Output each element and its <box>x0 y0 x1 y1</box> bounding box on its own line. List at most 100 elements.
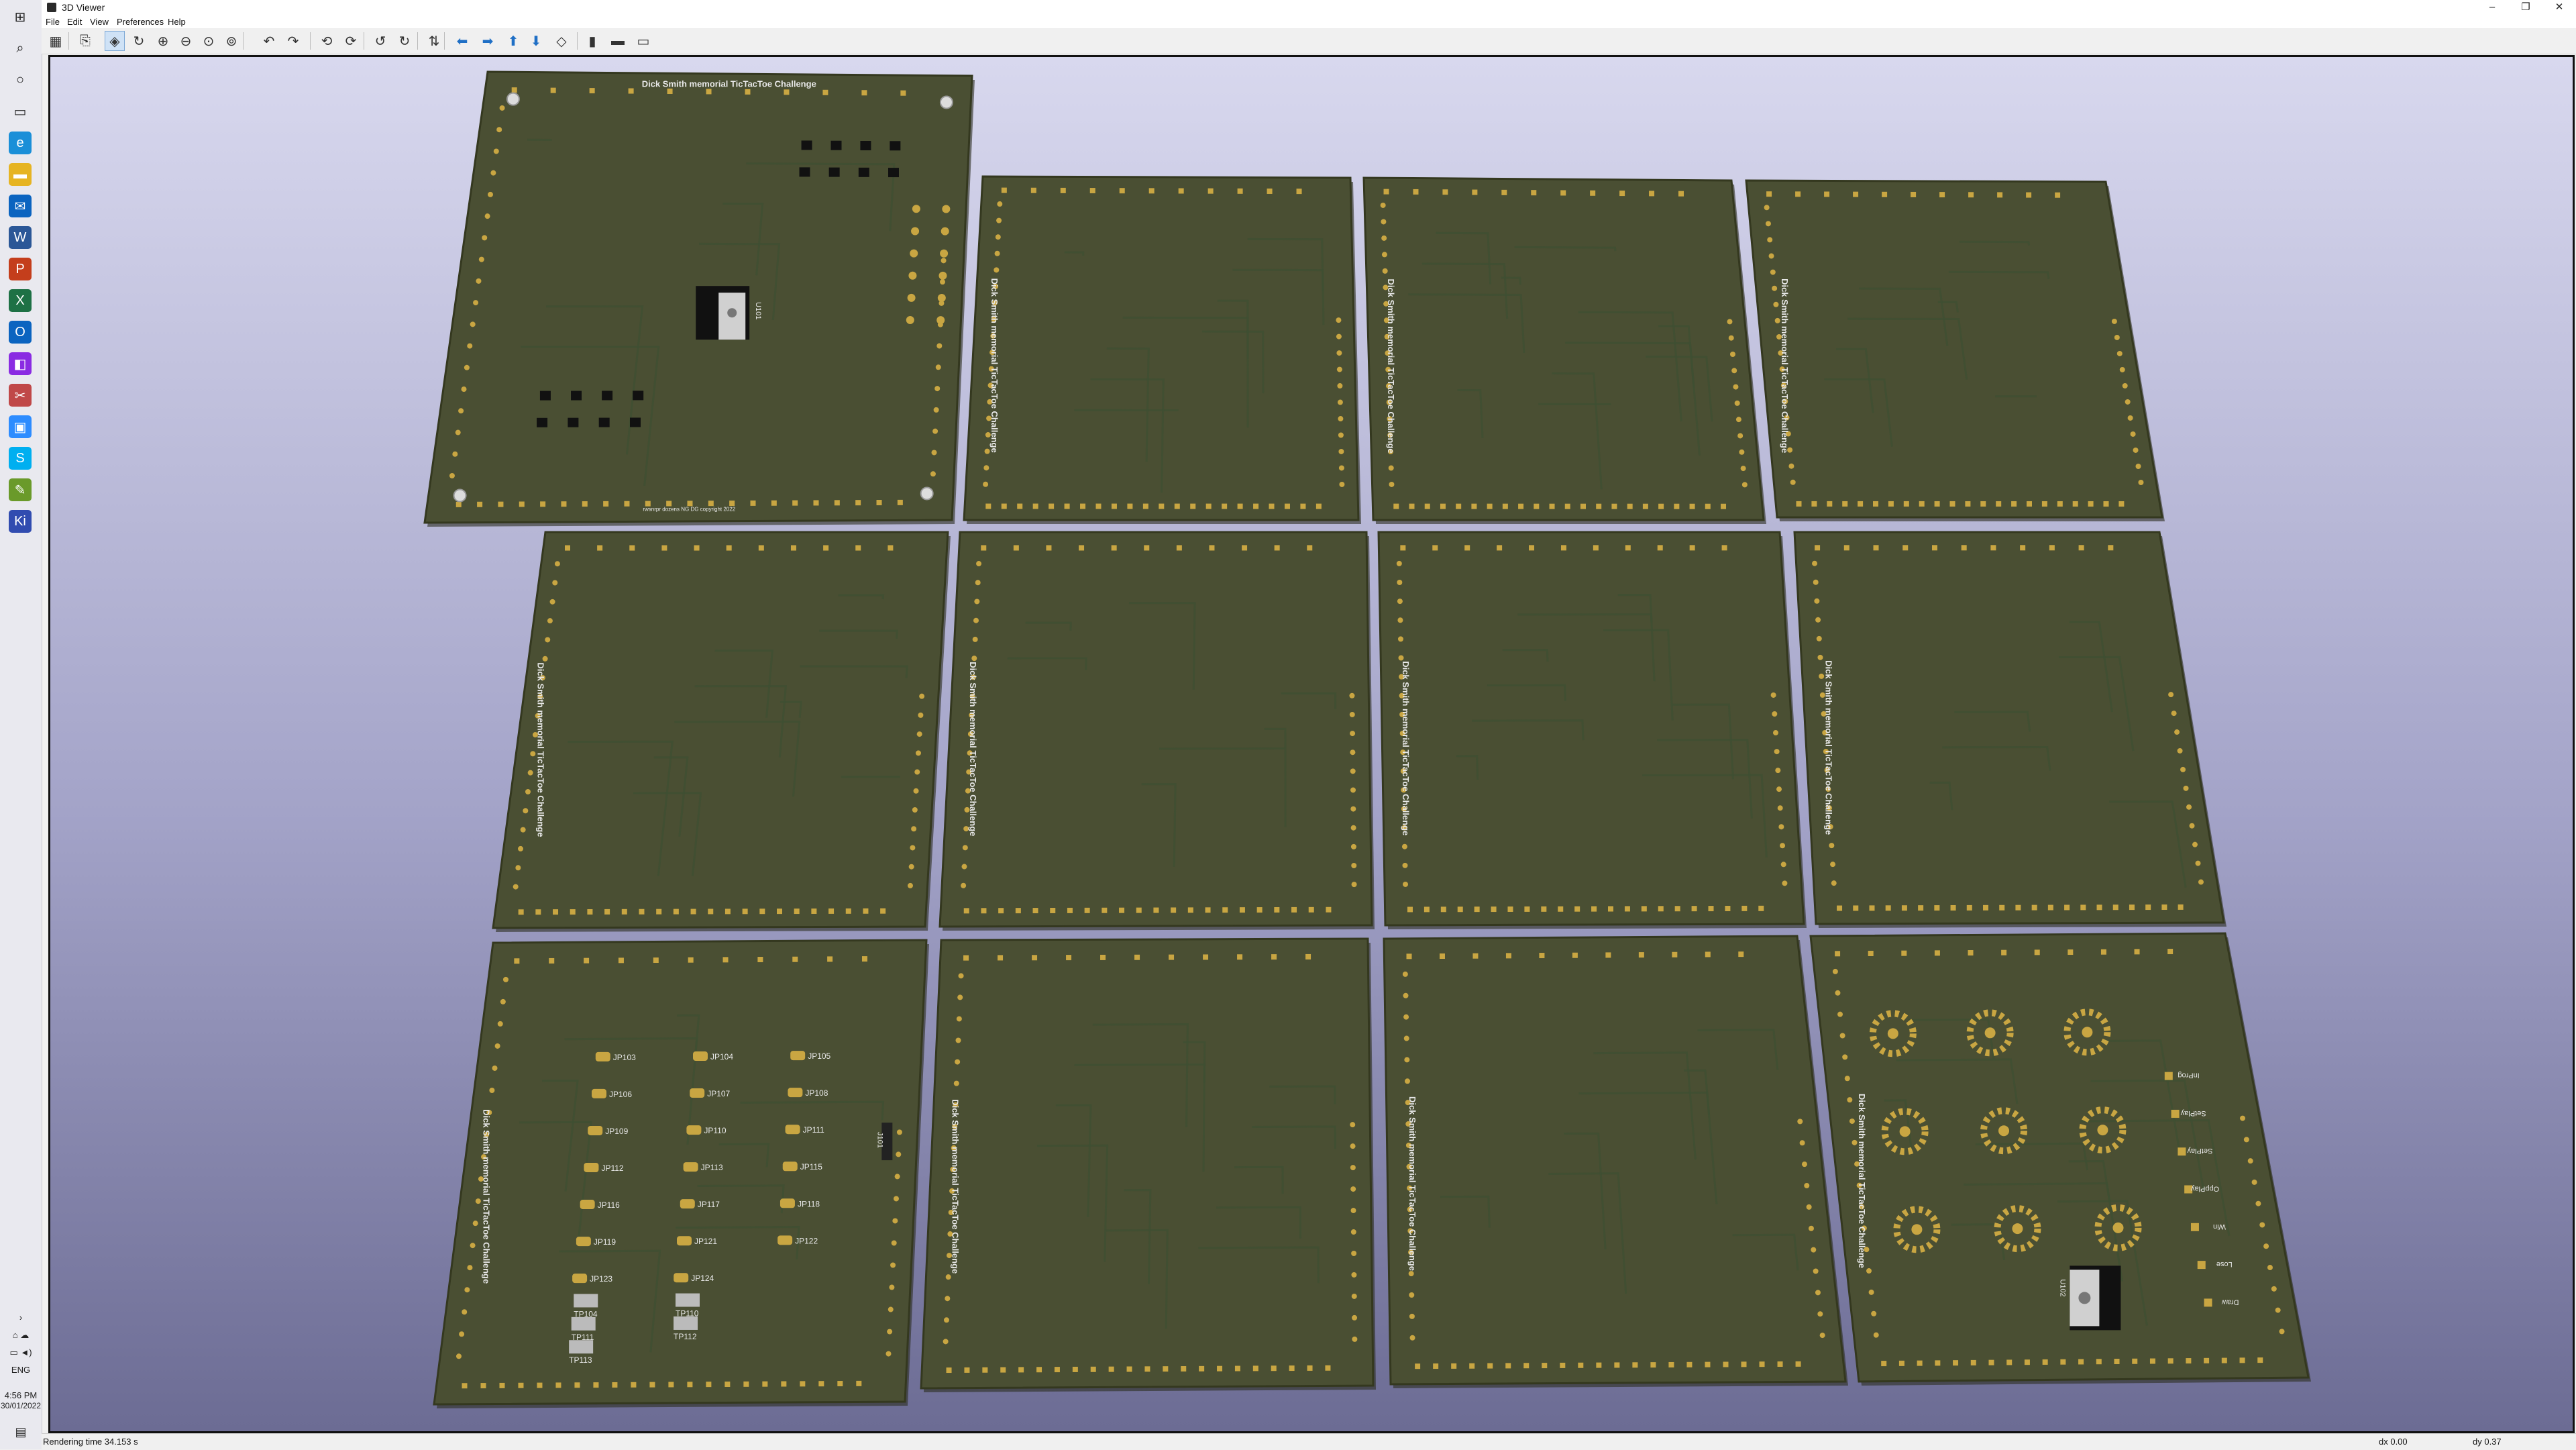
game-label: InProg <box>2178 1072 2199 1080</box>
virtual-icon[interactable]: ▭ <box>637 34 650 49</box>
pad <box>908 271 917 280</box>
status-led-pad <box>2171 1109 2180 1118</box>
clock-date[interactable]: 30/01/2022 <box>0 1401 42 1410</box>
pad-group <box>1380 189 1748 509</box>
pad-group <box>943 953 1358 1374</box>
ortho-icon[interactable]: ◇ <box>556 34 567 49</box>
notepad-icon[interactable]: ✎ <box>9 478 32 501</box>
move-left-icon[interactable]: ⬅ <box>456 34 468 49</box>
minimize-button[interactable]: – <box>2489 1 2496 13</box>
transistor <box>860 140 871 150</box>
toolbar-separator <box>68 32 69 50</box>
zoom-out-icon[interactable]: ⊖ <box>180 34 192 49</box>
rotate-x-ccw-icon[interactable]: ↷ <box>287 34 299 49</box>
pcb-board: Dick Smith memorial TicTacToe Challenge <box>1745 179 2165 521</box>
paint-icon[interactable]: ◧ <box>9 352 32 375</box>
edge-icon[interactable]: e <box>9 132 32 154</box>
jumper-label: JP124 <box>691 1274 714 1283</box>
board-title-text: Dick Smith memorial TicTacToe Challenge <box>1407 1096 1417 1271</box>
toolbar: ▦ ⎘ ◈ ↻ ⊕ ⊖ ⊙ ⊚ ↶ ↷ ⟲ ⟳ ↺ ↻ ⇅ ⬅ ➡ ⬆ ⬇ ◇ ▮ ▬ ▭ <box>42 28 2576 54</box>
rotate-y-ccw-icon[interactable]: ⟳ <box>345 34 357 49</box>
move-down-icon[interactable]: ⬇ <box>530 34 542 49</box>
maximize-button[interactable]: ❐ <box>2521 1 2530 13</box>
skype-icon[interactable]: S <box>9 447 32 470</box>
menu-file[interactable]: File <box>46 17 60 27</box>
transistor <box>568 417 579 427</box>
outlook-icon[interactable]: ✉ <box>9 195 32 217</box>
led-cell <box>1966 1009 2014 1057</box>
jumper-label: JP119 <box>594 1237 616 1247</box>
mounting-hole <box>453 488 467 503</box>
render-icon[interactable]: ▦ <box>49 34 62 49</box>
cortana-icon[interactable]: ○ <box>15 72 25 87</box>
menu-bar: File Edit View Preferences Help <box>42 15 2576 28</box>
clock-time[interactable]: 4:56 PM <box>4 1390 38 1400</box>
led-cell <box>1893 1206 1941 1253</box>
testpoint-label: TP110 <box>676 1309 699 1318</box>
kicad-icon[interactable]: Ki <box>9 510 32 533</box>
jumper <box>686 1125 702 1135</box>
led-cell <box>2079 1106 2127 1154</box>
pcb-board: Dick Smith memorial TicTacToe Challenge <box>1383 935 1848 1388</box>
transistor <box>630 417 641 427</box>
notification-icon[interactable]: ▤ <box>15 1425 27 1439</box>
word-icon[interactable]: W <box>9 226 32 249</box>
zoom-auto-icon[interactable]: ⊚ <box>225 34 237 49</box>
pad <box>938 271 947 280</box>
zoom-icon[interactable]: ▣ <box>9 415 32 438</box>
powerpoint-icon[interactable]: P <box>9 258 32 280</box>
move-up-icon[interactable]: ⬆ <box>507 34 519 49</box>
language-indicator[interactable]: ENG <box>11 1365 31 1375</box>
close-button[interactable]: ✕ <box>2555 1 2564 13</box>
transistor <box>633 391 644 401</box>
reload-icon[interactable]: ↻ <box>133 34 145 49</box>
search-icon[interactable]: ⌕ <box>16 40 24 56</box>
taskview-icon[interactable]: ▭ <box>13 104 27 119</box>
rotate-y-cw-icon[interactable]: ⟲ <box>321 34 333 49</box>
jumper <box>595 1051 610 1061</box>
pad-group <box>1812 545 2204 911</box>
zoom-in-icon[interactable]: ⊕ <box>157 34 169 49</box>
rotate-z-cw-icon[interactable]: ↺ <box>374 34 386 49</box>
menu-edit[interactable]: Edit <box>67 17 83 27</box>
jumper-label: JP106 <box>609 1090 632 1099</box>
jumper-label: JP111 <box>803 1125 825 1135</box>
explorer-icon[interactable]: ▬ <box>9 163 32 186</box>
flip-board-icon[interactable]: ⇅ <box>428 34 440 49</box>
rotate-z-ccw-icon[interactable]: ↻ <box>398 34 411 49</box>
outlook2-icon[interactable]: O <box>9 321 32 344</box>
led-cell <box>1881 1108 1929 1155</box>
copy-icon[interactable]: ⎘ <box>80 33 91 48</box>
menu-preferences[interactable]: Preferences <box>117 17 164 27</box>
jumper <box>674 1273 689 1283</box>
tray-volume-icon[interactable]: ▭ ◄) <box>9 1347 32 1357</box>
status-led-pad <box>2204 1298 2212 1307</box>
menu-view[interactable]: View <box>90 17 109 27</box>
testpoint <box>674 1316 698 1330</box>
rotate-x-cw-icon[interactable]: ↶ <box>263 34 275 49</box>
jumper-label: JP116 <box>598 1200 620 1210</box>
through-hole-icon[interactable]: ▮ <box>588 34 596 49</box>
snip-icon[interactable]: ✂ <box>9 384 32 407</box>
tray-chevron-icon[interactable]: › <box>19 1312 23 1323</box>
excel-icon[interactable]: X <box>9 289 32 312</box>
zoom-fit-icon[interactable]: ⊙ <box>203 34 215 49</box>
raytrace-icon[interactable]: ◈ <box>105 31 125 51</box>
status-led-pad <box>2184 1185 2193 1194</box>
status-led-pad <box>2178 1147 2186 1156</box>
move-right-icon[interactable]: ➡ <box>482 34 494 49</box>
mounting-hole <box>939 95 953 109</box>
start-icon[interactable]: ⊞ <box>14 9 26 25</box>
smd-icon[interactable]: ▬ <box>611 33 625 48</box>
tray-network-icon[interactable]: ⌂ ☁ <box>12 1330 30 1340</box>
pad <box>941 227 949 236</box>
regulator-hole <box>2078 1292 2091 1304</box>
board-title-text: Dick Smith memorial TicTacToe Challenge <box>1780 278 1790 453</box>
pcb-board: Dick Smith memorial TicTacToe Challenge <box>492 531 951 932</box>
board-title-text: Dick Smith memorial TicTacToe Challenge <box>989 278 1000 453</box>
menu-help[interactable]: Help <box>168 17 186 27</box>
render-time-text: Rendering time 34.153 s <box>43 1437 138 1447</box>
pad <box>912 205 920 213</box>
